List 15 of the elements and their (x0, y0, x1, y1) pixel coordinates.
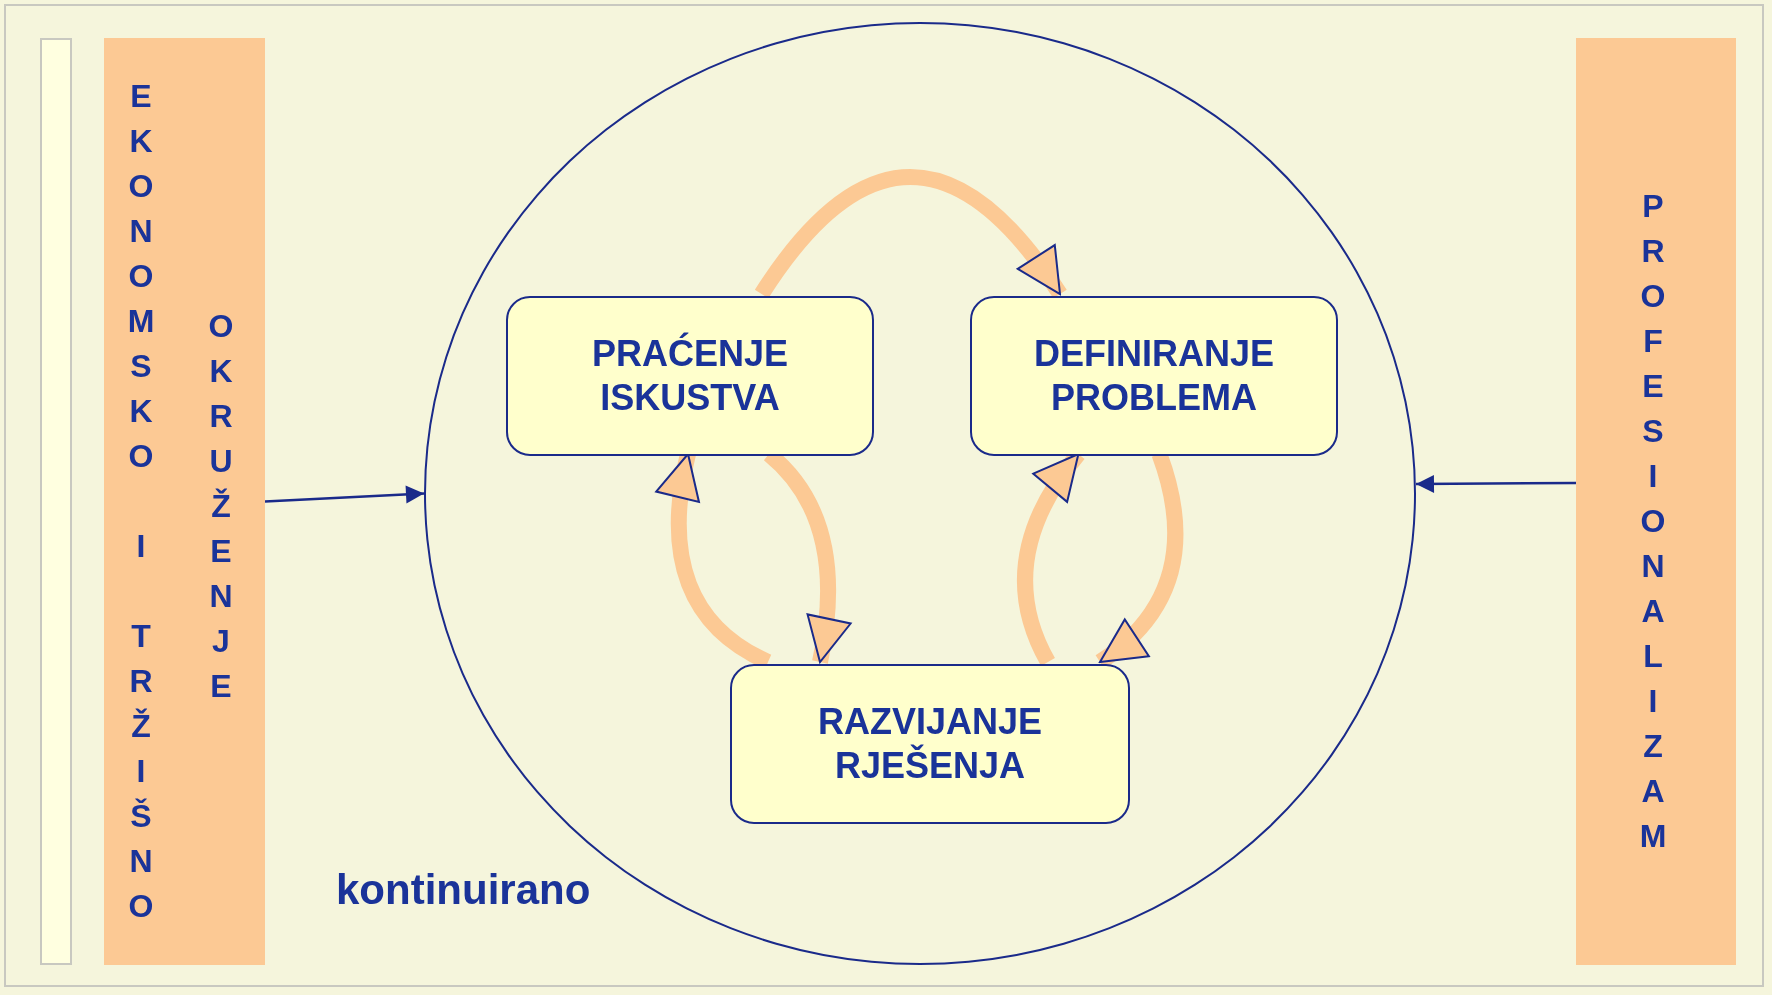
side-band (104, 38, 265, 965)
note-text: kontinuirano (336, 866, 591, 914)
cycle-arrow (755, 169, 1067, 299)
process-box (506, 296, 874, 456)
side-band (1576, 38, 1736, 965)
band-text: OKRUŽENJE (202, 308, 239, 713)
box-label: RAZVIJANJE RJEŠENJA (816, 700, 1044, 788)
process-box (970, 296, 1338, 456)
box-label: DEFINIRANJE PROBLEMA (1033, 332, 1275, 420)
band-text: EKONOMSKO I TRŽIŠNO (122, 78, 159, 933)
box-label: PRAĆENJE ISKUSTVA (590, 332, 790, 420)
arrow (1416, 474, 1576, 493)
band-text: PROFESIONALIZAM (1634, 188, 1671, 863)
arrow (264, 485, 425, 504)
process-box (730, 664, 1130, 824)
